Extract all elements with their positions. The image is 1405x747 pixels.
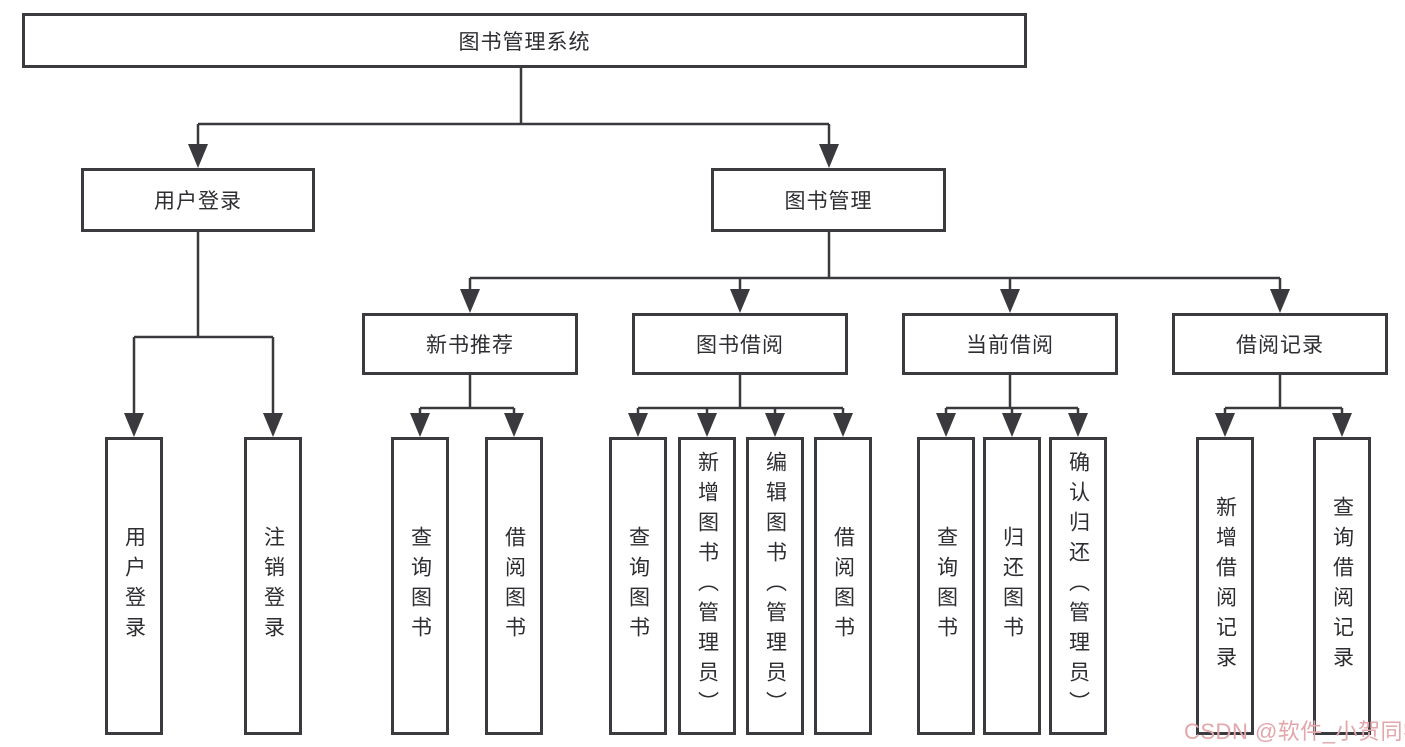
leaf-label: 归还图书 bbox=[1000, 526, 1024, 646]
node-label: 图书管理 bbox=[784, 190, 873, 213]
node-label: 图书管理系统 bbox=[458, 30, 591, 54]
leaf-label: 新增借阅记录 bbox=[1213, 496, 1237, 676]
leaf-label: 注销登录 bbox=[261, 526, 285, 646]
leaf-borrow-book-recommend: 借阅图书 bbox=[485, 437, 543, 735]
leaf-borrow-book: 借阅图书 bbox=[814, 437, 872, 735]
leaf-logout-login: 注销登录 bbox=[244, 437, 302, 735]
arrowheads bbox=[124, 144, 1352, 437]
node-user-login: 用户登录 bbox=[81, 168, 315, 232]
leaf-label: 查询图书 bbox=[934, 526, 958, 646]
node-borrow-record: 借阅记录 bbox=[1172, 313, 1388, 375]
leaf-label: 新增图书（管理员） bbox=[695, 451, 719, 721]
leaf-label: 用户登录 bbox=[122, 526, 146, 646]
node-library-management-system: 图书管理系统 bbox=[22, 13, 1027, 68]
leaf-edit-book-admin: 编辑图书（管理员） bbox=[746, 437, 804, 735]
leaf-confirm-return-admin: 确认归还（管理员） bbox=[1049, 437, 1107, 735]
leaf-query-book-current: 查询图书 bbox=[917, 437, 975, 735]
leaf-query-book-borrow: 查询图书 bbox=[609, 437, 667, 735]
node-current-borrow: 当前借阅 bbox=[902, 313, 1118, 375]
leaf-label: 查询借阅记录 bbox=[1330, 496, 1354, 676]
node-label: 用户登录 bbox=[154, 190, 242, 213]
leaf-label: 借阅图书 bbox=[502, 526, 526, 646]
leaf-label: 查询图书 bbox=[408, 526, 432, 646]
leaf-label: 编辑图书（管理员） bbox=[763, 451, 787, 721]
leaf-label: 查询图书 bbox=[626, 526, 650, 646]
leaf-query-borrow-record: 查询借阅记录 bbox=[1313, 437, 1371, 735]
leaf-add-book-admin: 新增图书（管理员） bbox=[678, 437, 736, 735]
leaf-add-borrow-record: 新增借阅记录 bbox=[1196, 437, 1254, 735]
node-book-management: 图书管理 bbox=[711, 168, 946, 232]
leaf-label: 借阅图书 bbox=[831, 526, 855, 646]
node-label: 新书推荐 bbox=[426, 334, 514, 357]
node-label: 借阅记录 bbox=[1236, 334, 1324, 357]
leaf-query-book-recommend: 查询图书 bbox=[391, 437, 449, 735]
node-new-book-recommend: 新书推荐 bbox=[362, 313, 578, 375]
leaf-label: 确认归还（管理员） bbox=[1066, 451, 1090, 721]
node-label: 图书借阅 bbox=[696, 334, 784, 357]
node-label: 当前借阅 bbox=[966, 334, 1054, 357]
csdn-watermark: CSDN @软件_小贺同学 bbox=[1184, 719, 1405, 744]
node-book-borrow: 图书借阅 bbox=[632, 313, 848, 375]
leaf-return-book: 归还图书 bbox=[983, 437, 1041, 735]
leaf-user-login: 用户登录 bbox=[105, 437, 163, 735]
